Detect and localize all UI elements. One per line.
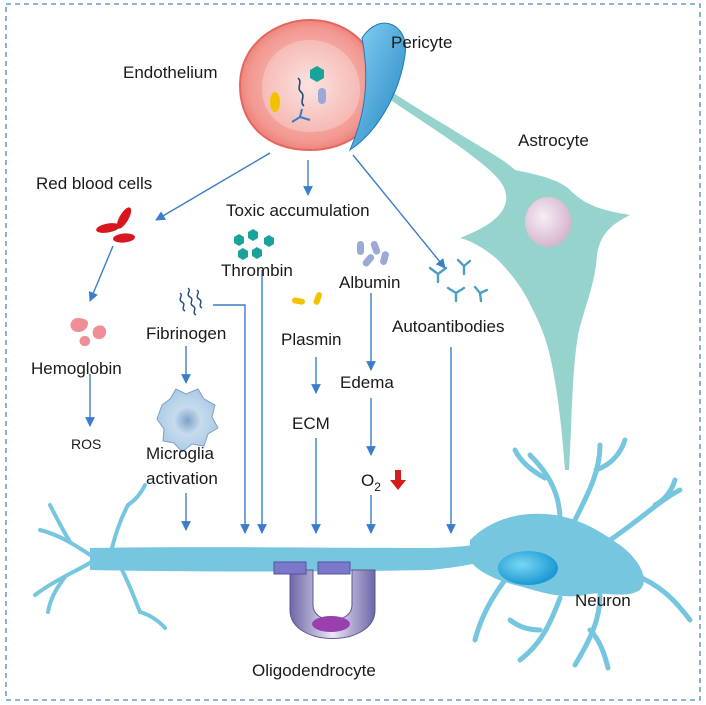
oligodendrocyte-cell bbox=[273, 561, 376, 639]
label-ecm: ECM bbox=[292, 414, 330, 433]
neuron-nucleus bbox=[498, 551, 558, 585]
hemoglobin-icon bbox=[70, 318, 107, 347]
pericyte-cell bbox=[348, 22, 406, 152]
label-fibrinogen: Fibrinogen bbox=[146, 324, 226, 343]
label-o2-subscript: 2 bbox=[374, 480, 381, 494]
label-autoantibodies: Autoantibodies bbox=[392, 317, 504, 336]
label-plasmin: Plasmin bbox=[281, 330, 341, 349]
labels: Endothelium Pericyte Astrocyte Red blood… bbox=[31, 33, 631, 680]
autoantibodies-icon bbox=[428, 258, 489, 303]
label-o2-base: O bbox=[361, 471, 374, 490]
label-hemoglobin: Hemoglobin bbox=[31, 359, 122, 378]
astrocyte-nucleus bbox=[525, 197, 571, 247]
thrombin-icon bbox=[234, 229, 274, 260]
microglia-icon bbox=[156, 388, 219, 453]
dashed-frame bbox=[5, 3, 701, 701]
fibrinogen-icon bbox=[179, 287, 203, 316]
label-toxic-accumulation: Toxic accumulation bbox=[226, 201, 370, 220]
endothelium-vessel bbox=[238, 18, 382, 152]
label-microglia-line2: activation bbox=[146, 469, 218, 488]
plasmin-icon bbox=[292, 292, 323, 305]
label-edema: Edema bbox=[340, 373, 394, 392]
label-thrombin: Thrombin bbox=[221, 261, 293, 280]
label-o2: O2 bbox=[361, 471, 381, 494]
neuron-cell bbox=[33, 437, 693, 671]
label-ros: ROS bbox=[71, 436, 101, 452]
label-oligodendrocyte: Oligodendrocyte bbox=[252, 661, 376, 680]
arrow-fibrinogen-neuron bbox=[213, 304, 250, 534]
arrow-rbc-hemoglobin bbox=[88, 245, 114, 302]
albumin-icon bbox=[357, 241, 389, 267]
label-microglia-line1: Microglia bbox=[146, 444, 215, 463]
label-pericyte: Pericyte bbox=[391, 33, 452, 52]
arrow-endothelium-rbc bbox=[155, 152, 271, 221]
astrocyte-cell bbox=[360, 70, 630, 470]
label-red-blood-cells: Red blood cells bbox=[36, 174, 152, 193]
label-astrocyte: Astrocyte bbox=[518, 131, 589, 150]
label-neuron: Neuron bbox=[575, 591, 631, 610]
arrow-endothelium-autoantibodies bbox=[352, 154, 446, 269]
red-blood-cells-icon bbox=[96, 207, 135, 243]
o2-down-arrow-icon bbox=[390, 470, 406, 490]
label-albumin: Albumin bbox=[339, 273, 400, 292]
label-endothelium: Endothelium bbox=[123, 63, 218, 82]
arrows bbox=[85, 152, 456, 534]
